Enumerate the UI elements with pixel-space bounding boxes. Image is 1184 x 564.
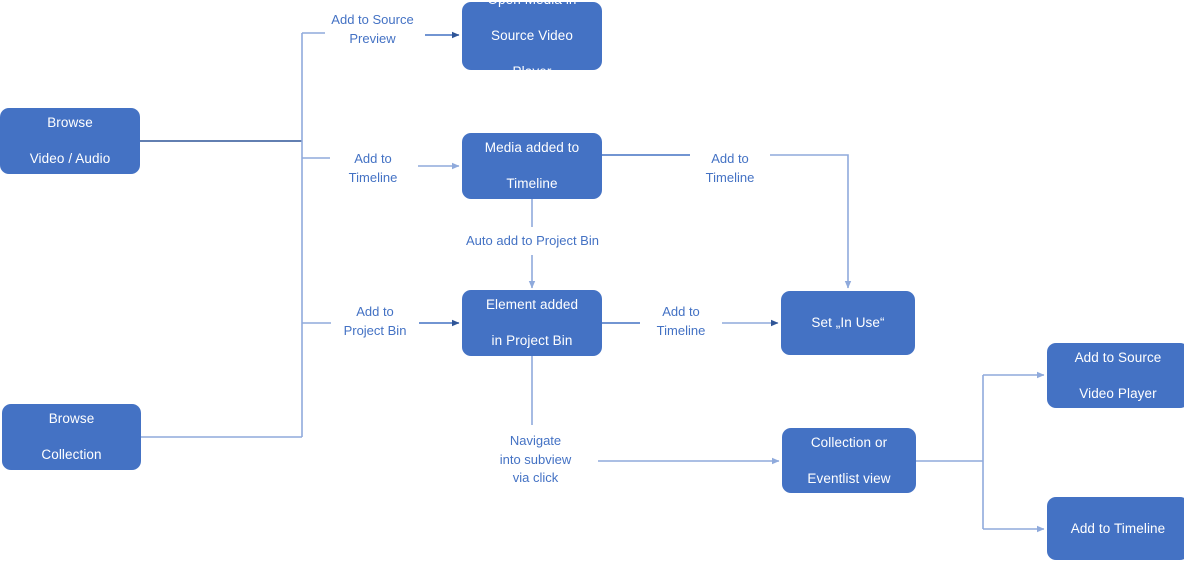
node-add-to-timeline-label: Add to Timeline [1070, 520, 1166, 536]
edge-label-add-to-timeline-3: Add to Timeline [656, 304, 706, 338]
edge-label-add-to-timeline-2: Add to Timeline [705, 151, 755, 185]
node-set-in-use-label: Set „In Use“ [811, 315, 885, 330]
node-set-in-use[interactable]: Set „In Use“ [781, 291, 915, 355]
edge-label-navigate-into-subview-via-click: Navigate into subview via click [499, 433, 572, 485]
edge-label-add-to-timeline-1: Add to Timeline [348, 151, 398, 185]
connector-timeline2-to-set-in-use [770, 154, 852, 289]
edge-label-add-to-project-bin: Add to Project Bin [343, 304, 407, 338]
edge-label-add-to-source-preview: Add to Source Preview [331, 12, 414, 46]
node-add-to-timeline[interactable]: Add to Timeline [1047, 497, 1184, 560]
edge-label-auto-add-to-project-bin: Auto add to Project Bin [466, 233, 599, 248]
